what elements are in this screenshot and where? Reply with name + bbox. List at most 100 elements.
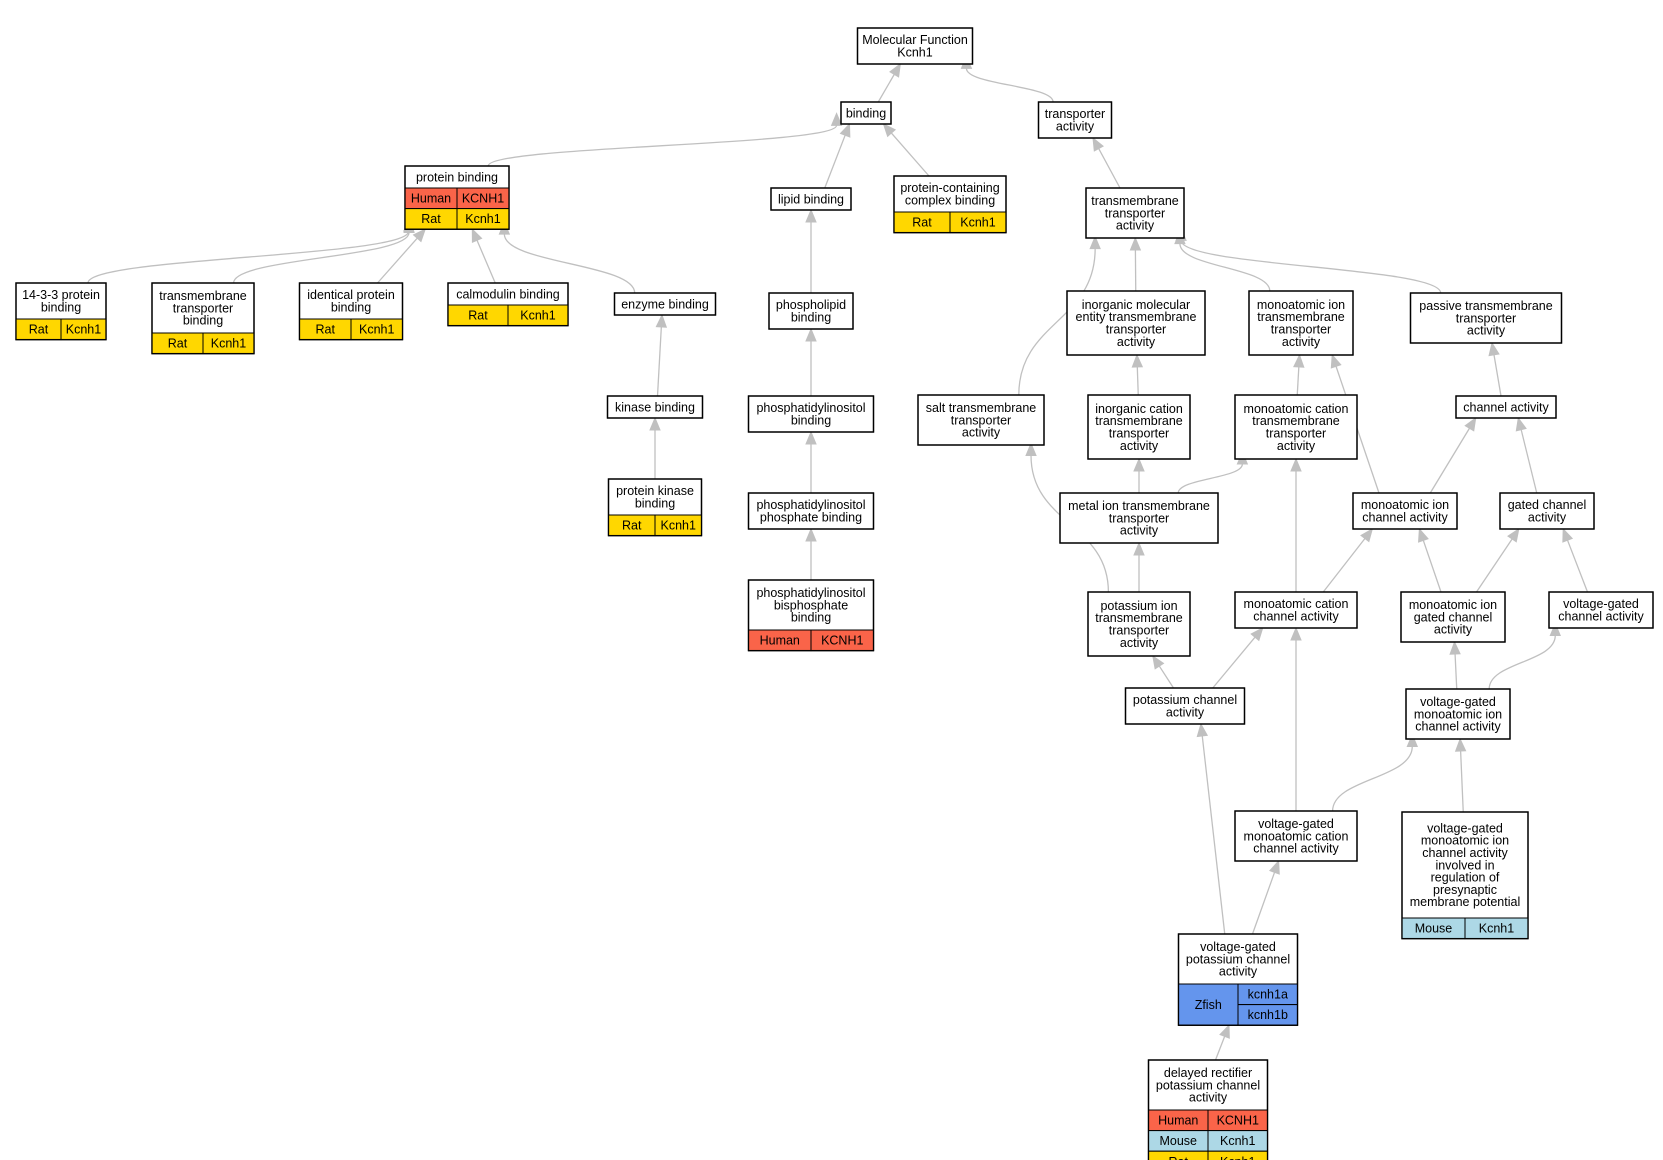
edge-calmod-to-protbind xyxy=(471,228,496,284)
go-term-monoiontm[interactable]: monoatomic iontransmembranetransporterac… xyxy=(1248,290,1354,356)
term-label-line: activity xyxy=(1116,219,1155,233)
species-label: Human xyxy=(411,192,451,206)
go-term-ptdinsP2[interactable]: phosphatidylinositolbisphosphatebindingH… xyxy=(747,579,875,652)
term-border xyxy=(768,292,854,330)
edge-line xyxy=(656,326,662,397)
arrowhead xyxy=(1406,733,1419,748)
go-term-channel[interactable]: channel activity xyxy=(1455,395,1557,419)
term-label-line: binding xyxy=(846,106,886,120)
term-label-line: channel activity xyxy=(1558,609,1644,623)
term-label-line: monoatomic ion xyxy=(1361,498,1449,512)
term-border xyxy=(1548,591,1654,629)
edge-line xyxy=(1158,665,1175,689)
edge-phospholipid-to-lipid xyxy=(805,208,817,293)
go-term-potionTM[interactable]: potassium iontransmembranetransporteract… xyxy=(1087,591,1191,657)
term-box xyxy=(1087,591,1191,657)
gene-label: Kcnh1 xyxy=(661,519,696,533)
go-term-binding[interactable]: binding xyxy=(840,101,892,125)
arrowhead xyxy=(1562,527,1574,543)
term-border xyxy=(747,579,875,652)
go-term-monocatTM[interactable]: monoatomic cationtransmembranetransporte… xyxy=(1234,394,1358,460)
edge-pccomplex-to-binding xyxy=(882,123,930,177)
term-label-line: calmodulin binding xyxy=(456,287,560,301)
term-label-line: channel activity xyxy=(1253,842,1339,856)
term-label-line: complex binding xyxy=(905,193,995,207)
edge-line xyxy=(1296,366,1300,396)
go-term-enzyme[interactable]: enzyme binding xyxy=(613,292,717,316)
term-label-line: identical protein xyxy=(307,288,395,302)
term-label-line: monoatomic cation xyxy=(1244,402,1349,416)
term-label-line: presynaptic xyxy=(1433,883,1497,897)
term-box xyxy=(1248,290,1354,356)
term-label-line: activity xyxy=(1120,636,1159,650)
go-term-lipid[interactable]: lipid binding xyxy=(770,187,852,211)
term-label-line: monoatomic ion xyxy=(1421,834,1509,848)
arrowhead xyxy=(805,430,817,445)
edge-line xyxy=(476,239,496,284)
go-term-kinase[interactable]: kinase binding xyxy=(606,395,704,419)
edge-line xyxy=(1488,635,1556,690)
edge-line xyxy=(1331,746,1413,812)
edge-line xyxy=(1018,248,1096,396)
edge-line xyxy=(890,132,930,177)
arrowhead xyxy=(1330,353,1342,369)
term-border xyxy=(917,394,1045,446)
arrowhead xyxy=(1129,236,1142,251)
term-border xyxy=(404,165,510,230)
edge-ptdinsP2-to-ptdinsP xyxy=(805,527,817,580)
term-label-line: binding xyxy=(791,310,831,324)
term-label-line: transporter xyxy=(1271,322,1331,336)
edge-line xyxy=(1201,735,1226,935)
term-label-line: transporter xyxy=(1109,623,1169,637)
edge-line xyxy=(1322,538,1366,593)
edge-protbind-to-binding xyxy=(487,112,843,167)
term-label-line: transmembrane xyxy=(1095,414,1183,428)
arrowhead xyxy=(889,62,901,78)
arrowhead xyxy=(412,228,427,243)
species-cell xyxy=(1148,1150,1209,1160)
edge-monoiongated-to-monoionch xyxy=(1418,527,1442,593)
arrowhead xyxy=(805,208,817,223)
arrowhead xyxy=(830,112,843,126)
term-box xyxy=(1400,591,1506,643)
go-term-metalion[interactable]: metal ion transmembranetransporteractivi… xyxy=(1059,492,1219,544)
edge-line xyxy=(1493,354,1502,397)
gene-label: kcnh1a xyxy=(1248,988,1288,1002)
term-box xyxy=(1409,292,1563,344)
term-box xyxy=(1548,591,1654,629)
go-term-inorgcat[interactable]: inorganic cationtransmembranetransporter… xyxy=(1087,394,1191,460)
edge-line xyxy=(1475,538,1513,593)
term-label-line: activity xyxy=(962,426,1001,440)
term-border xyxy=(1037,101,1113,139)
term-label-line: salt transmembrane xyxy=(926,401,1037,415)
term-label-line: transmembrane xyxy=(1091,194,1179,208)
gene-label: Kcnh1 xyxy=(66,323,101,337)
